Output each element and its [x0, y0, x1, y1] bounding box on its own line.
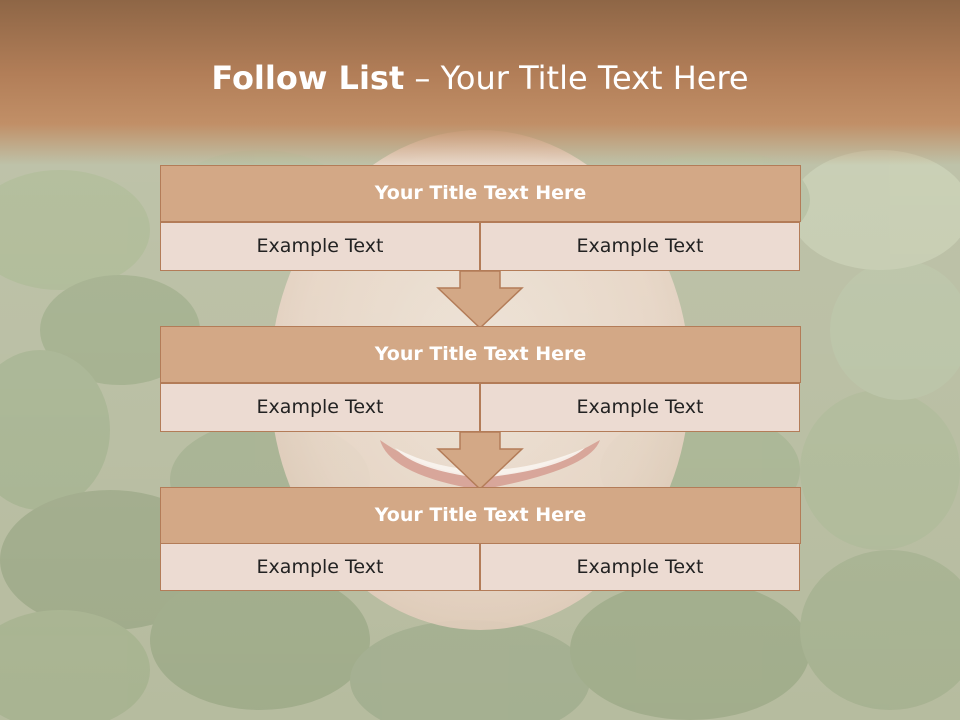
slide-title: Follow List – Your Title Text Here [0, 56, 960, 100]
step-2-right-text: Example Text [480, 383, 800, 432]
header-band [0, 0, 960, 165]
step-1-right-text: Example Text [480, 222, 800, 271]
down-arrow-icon [436, 431, 524, 491]
slide-title-rest: – Your Title Text Here [414, 59, 749, 97]
down-arrow-icon [436, 270, 524, 330]
step-2-left-text: Example Text [160, 383, 480, 432]
step-3-right-text: Example Text [480, 543, 800, 591]
slide-title-bold: Follow List [211, 59, 405, 97]
step-3-left-text: Example Text [160, 543, 480, 591]
step-title-2: Your Title Text Here [160, 326, 801, 383]
step-1-left-text: Example Text [160, 222, 480, 271]
step-title-1: Your Title Text Here [160, 165, 801, 222]
step-title-3: Your Title Text Here [160, 487, 801, 544]
